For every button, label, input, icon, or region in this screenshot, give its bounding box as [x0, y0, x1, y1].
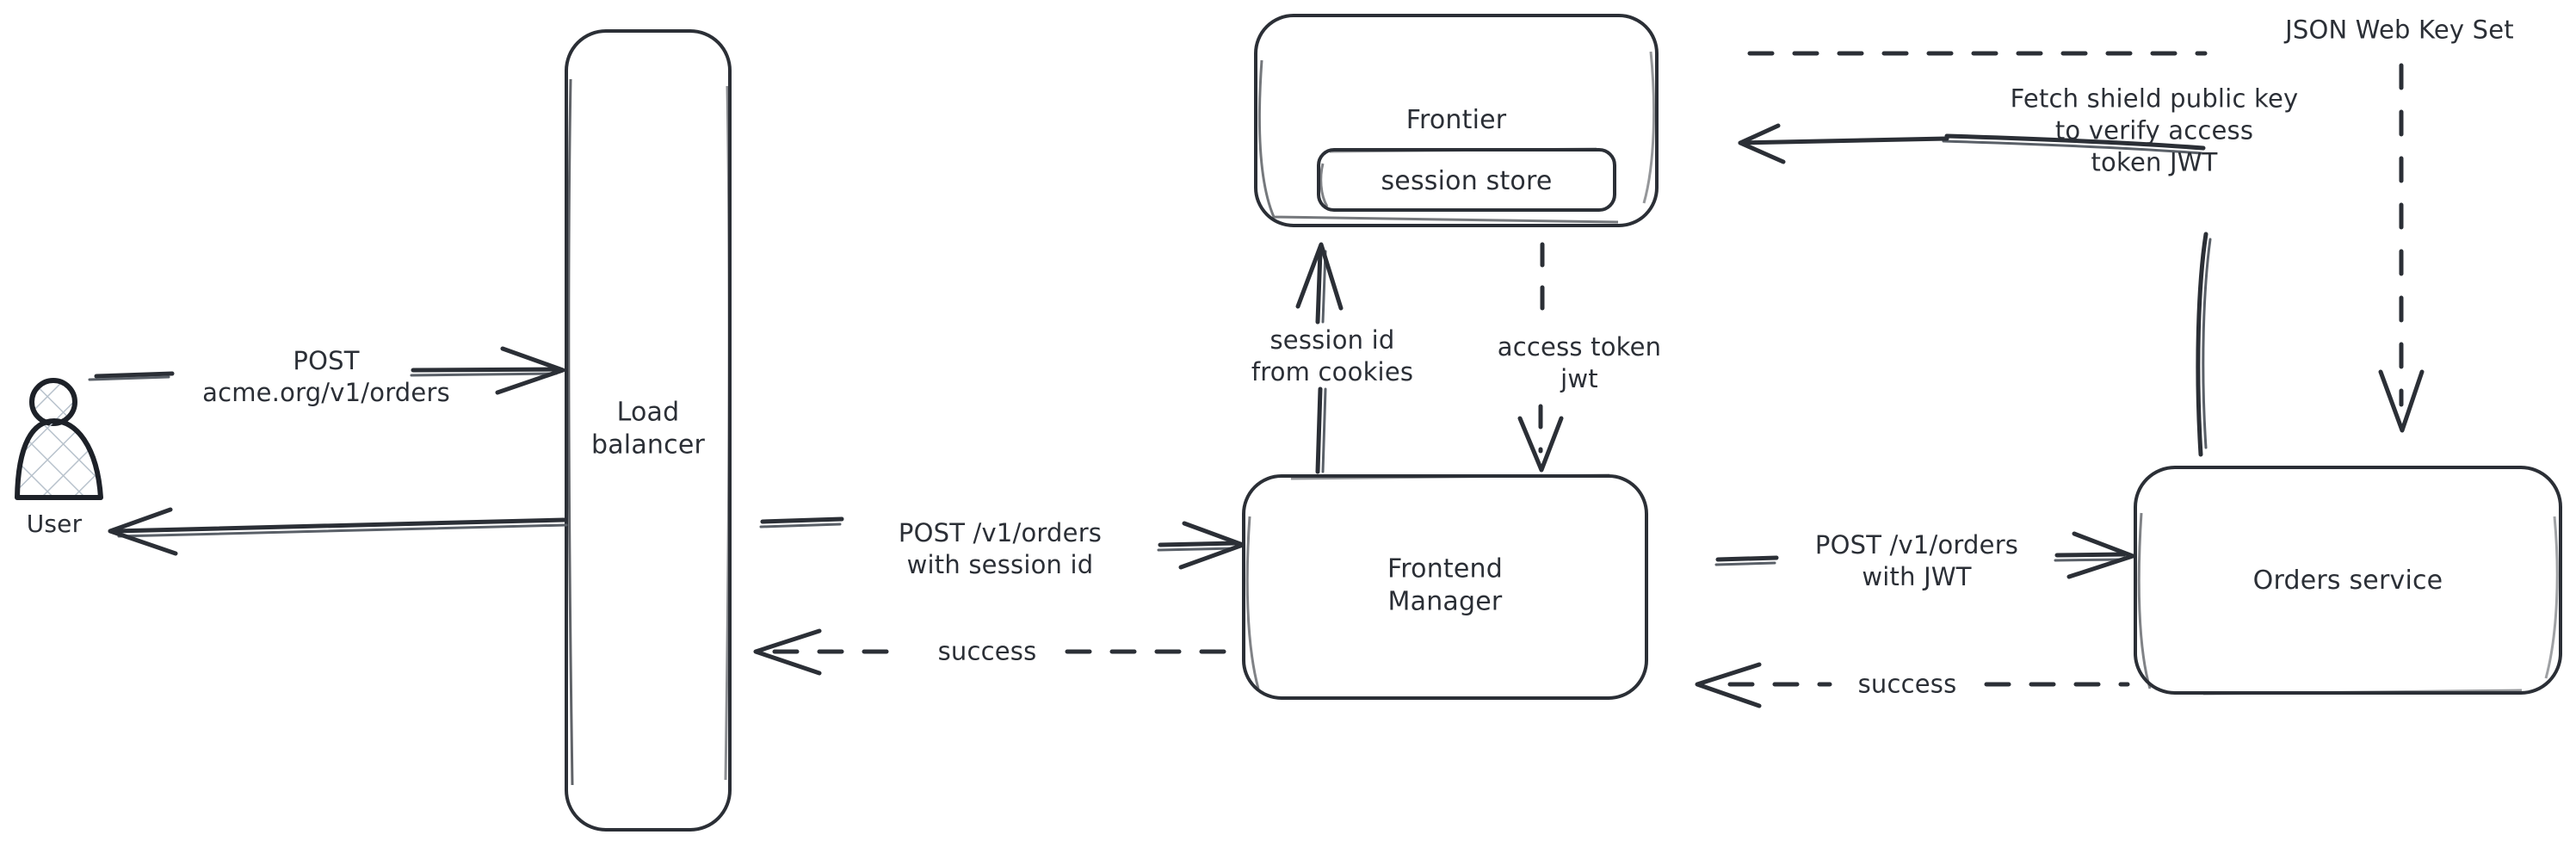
- edge-orders-to-frontier-fetch: [1738, 123, 2212, 457]
- edge-frontier-to-fm-token: [1517, 242, 1564, 473]
- user-actor-icon: [15, 378, 103, 500]
- edge-fm-to-lb-success: [753, 628, 1240, 676]
- edge-fm-to-frontier: [1295, 242, 1344, 474]
- edge-lb-to-user: [108, 507, 568, 556]
- node-session-store-shape[interactable]: [1317, 147, 1616, 212]
- edge-lb-to-frontend-manager: [759, 516, 1245, 570]
- node-orders-service-shape[interactable]: [2134, 466, 2562, 696]
- edge-frontier-to-orders-jwks: [1747, 51, 2425, 433]
- edge-fm-to-orders: [1714, 531, 2135, 579]
- edge-user-to-lb: [88, 346, 565, 395]
- edge-orders-to-fm-success: [1695, 662, 2130, 708]
- node-frontend-manager-shape[interactable]: [1242, 473, 1648, 700]
- node-load-balancer-shape[interactable]: [565, 29, 732, 832]
